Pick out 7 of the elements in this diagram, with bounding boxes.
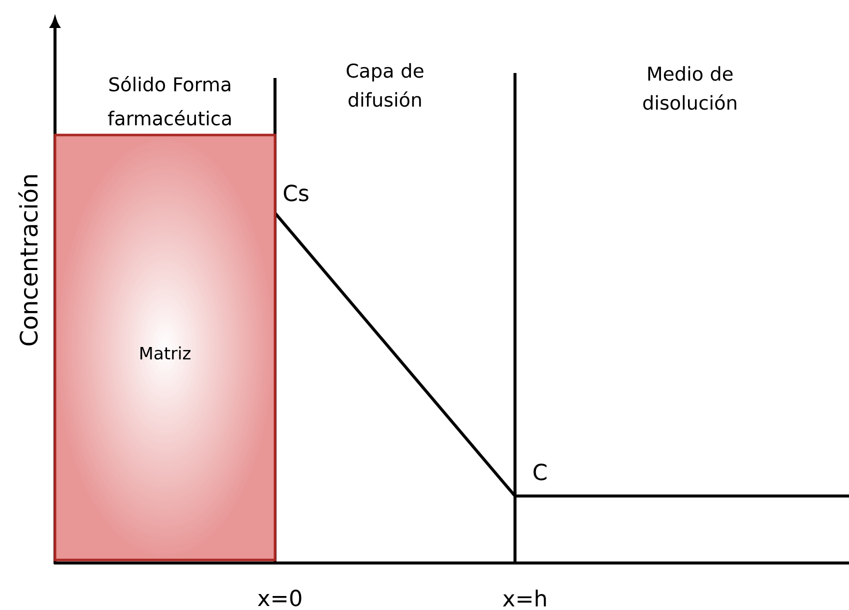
matrix-box: Matriz xyxy=(54,134,276,562)
curve-label: C xyxy=(534,464,546,480)
position-label: x=0 xyxy=(258,590,302,606)
region-label: Capa de difusión xyxy=(346,63,424,107)
region-label: Medio de disolución xyxy=(643,66,736,110)
region-heading: Sólido Forma farmacéutica xyxy=(108,76,231,126)
position-label: x=h xyxy=(502,590,546,606)
